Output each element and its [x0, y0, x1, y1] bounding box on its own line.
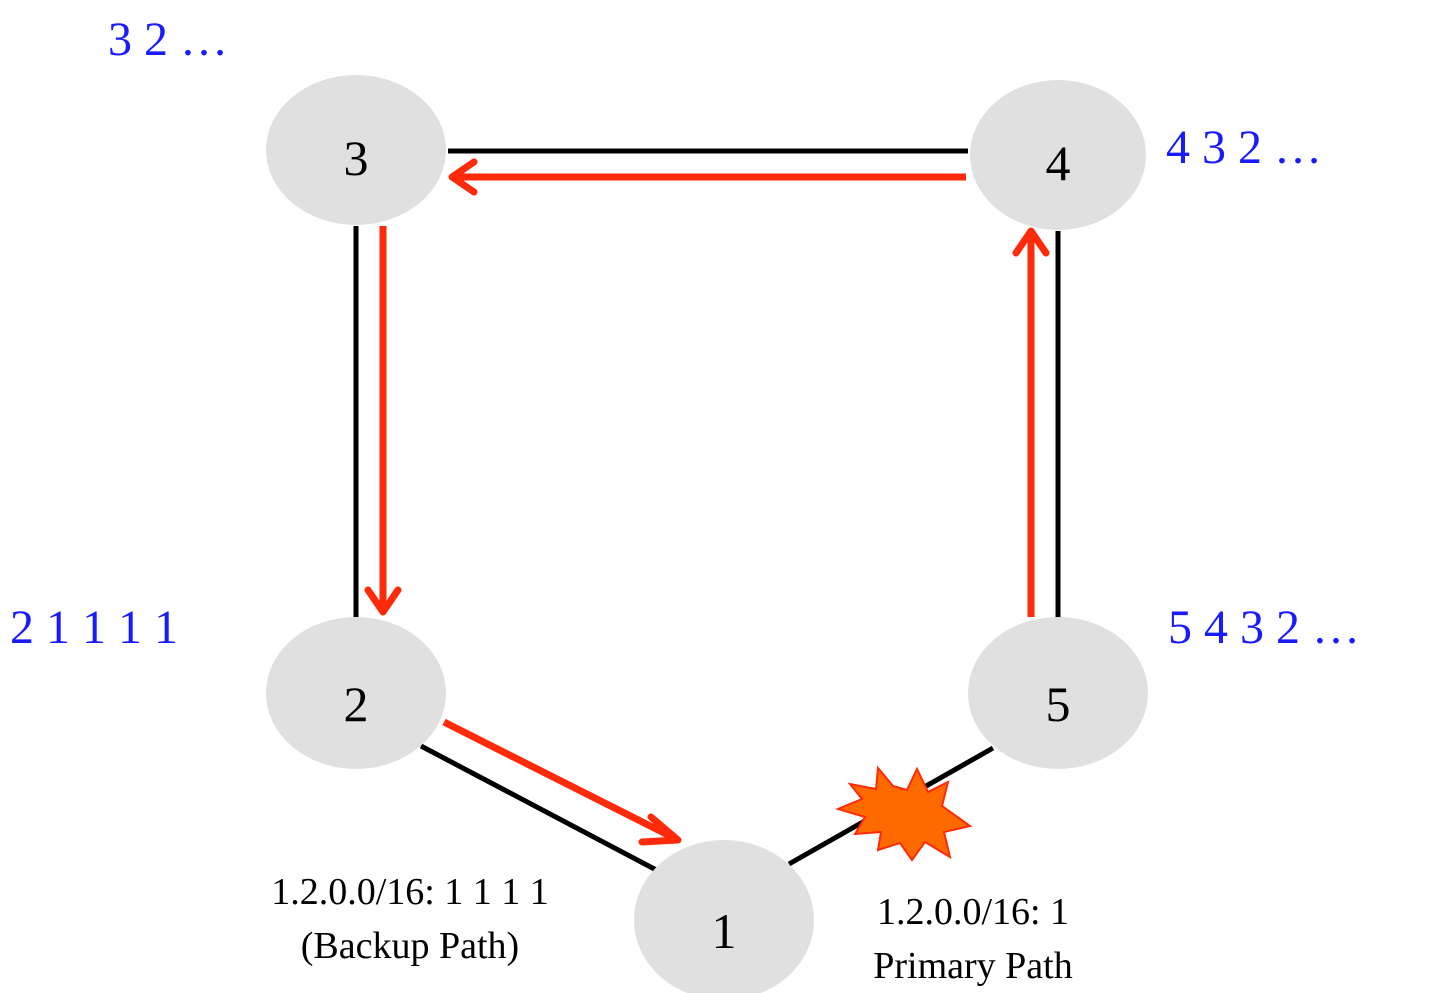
arrow-5-to-4 [1012, 227, 1050, 617]
node-1-label: 1 [712, 903, 737, 959]
node-4-label: 4 [1046, 135, 1071, 191]
node-2: 2 [266, 617, 446, 769]
backup-route-prefix: 1.2.0.0/16: 1 1 1 1 [271, 871, 549, 913]
primary-route-prefix: 1.2.0.0/16: 1 [877, 891, 1069, 933]
node-3: 3 [266, 75, 446, 225]
node-1: 1 [634, 840, 814, 993]
propagation-arrows [364, 158, 1050, 846]
primary-route-caption: Primary Path [873, 945, 1072, 987]
arrow-3-to-2 [364, 226, 402, 616]
as-path-node-4: 4 3 2 … [1166, 121, 1322, 174]
node-5: 5 [968, 617, 1148, 769]
arrow-4-to-3 [448, 158, 966, 196]
backup-route-caption: (Backup Path) [301, 925, 519, 967]
explosion-burst-icon [835, 765, 973, 862]
as-path-node-5: 5 4 3 2 … [1168, 601, 1360, 654]
links [353, 148, 1061, 876]
node-5-label: 5 [1046, 676, 1071, 732]
node-4: 4 [970, 80, 1146, 230]
link-2-1 [419, 743, 664, 876]
arrow-2-to-1 [442, 718, 682, 846]
node-2-label: 2 [344, 676, 369, 732]
node-3-label: 3 [344, 130, 369, 186]
as-path-node-3: 3 2 … [108, 13, 228, 66]
as-path-node-2: 2 1 1 1 1 [10, 601, 178, 654]
